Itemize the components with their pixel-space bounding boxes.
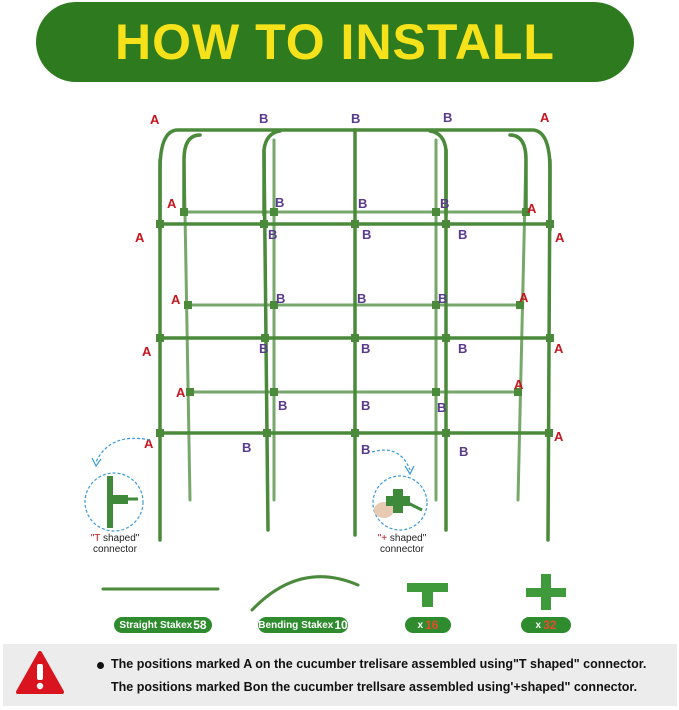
label-b: B (351, 111, 360, 126)
label-b: B (259, 111, 268, 126)
label-a: A (144, 436, 154, 451)
label-b: B (242, 440, 251, 455)
label-b: B (259, 341, 268, 356)
label-a: A (176, 385, 186, 400)
title-banner: HOW TO INSTALL (36, 2, 634, 82)
label-b: B (275, 195, 284, 210)
trellis-frame (156, 128, 554, 542)
t-connector-icon (84, 437, 151, 532)
label-b: B (440, 196, 449, 211)
t-connector-caption: "T shaped" connector (90, 533, 140, 555)
label-a: A (171, 292, 181, 307)
bullet (97, 662, 104, 669)
plus-connector-part-icon (526, 574, 566, 610)
note-line-2: The positions marked Bon the cucumber tr… (111, 680, 638, 694)
label-a: A (554, 429, 564, 444)
label-b: B (361, 341, 370, 356)
label-a: A (555, 230, 565, 245)
label-b: B (357, 291, 366, 306)
label-b: B (458, 227, 467, 242)
label-b: B (437, 400, 446, 415)
trellis-diagram: A A A A A A A A A A A A A A B B B B B B … (84, 110, 566, 612)
label-b: B (443, 110, 452, 125)
label-b: B (278, 398, 287, 413)
label-b: B (361, 442, 370, 457)
plus-connector-icon (371, 449, 428, 531)
label-b: B (358, 196, 367, 211)
plus-connector-caption: "+ shaped" connector (377, 533, 427, 555)
label-a: A (135, 230, 145, 245)
label-a: A (554, 341, 564, 356)
label-b: B (459, 444, 468, 459)
label-b: B (438, 291, 447, 306)
label-b: B (458, 341, 467, 356)
label-a: A (540, 110, 550, 125)
bending-stake-icon (250, 575, 360, 612)
b-labels: B B B B B B B B B B B B B B B B B B B B … (242, 110, 468, 459)
a-labels: A A A A A A A A A A A A A A (135, 110, 565, 451)
label-b: B (268, 227, 277, 242)
label-a: A (519, 290, 529, 305)
notes-footer: The positions marked A on the cucumber t… (3, 644, 677, 706)
label-b: B (276, 291, 285, 306)
warning-icon (16, 651, 64, 694)
label-a: A (142, 344, 152, 359)
label-b: B (361, 398, 370, 413)
parts-icons (101, 574, 566, 612)
label-b: B (362, 227, 371, 242)
page-title: HOW TO INSTALL (115, 14, 555, 70)
label-a: A (514, 377, 524, 392)
note-line-1: The positions marked A on the cucumber t… (111, 657, 647, 671)
label-a: A (527, 201, 537, 216)
label-a: A (150, 112, 160, 127)
label-a: A (167, 196, 177, 211)
t-connector-part-icon (407, 583, 448, 607)
